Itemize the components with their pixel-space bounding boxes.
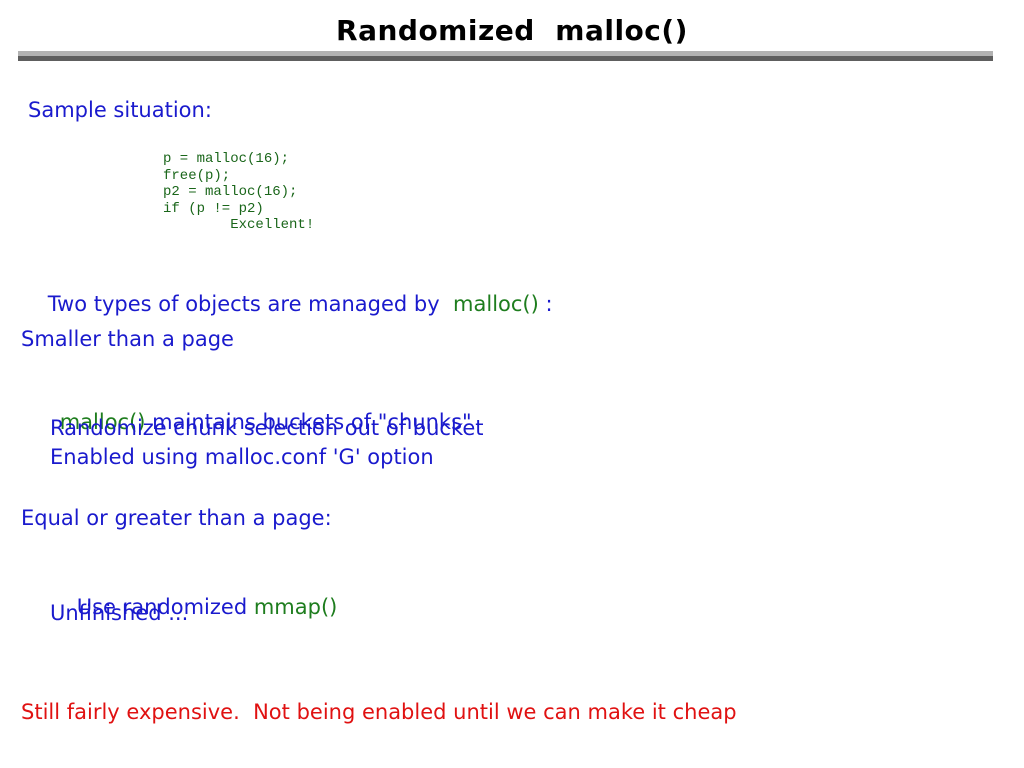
two-types-text-post: : bbox=[538, 292, 553, 316]
buckets-line: malloc() maintains buckets of "chunks" bbox=[33, 386, 472, 458]
title-divider-rule-dark-band bbox=[18, 56, 993, 61]
buckets-text: maintains buckets of "chunks" bbox=[145, 410, 472, 434]
smaller-than-page-heading: Smaller than a page bbox=[21, 327, 234, 351]
mmap-inline-code: mmap() bbox=[253, 595, 338, 619]
sample-situation-label: Sample situation: bbox=[28, 98, 212, 122]
use-mmap-line: Use randomized mmap() bbox=[50, 571, 338, 643]
warning-line: Still fairly expensive. Not being enable… bbox=[21, 700, 737, 724]
code-line: Excellent! bbox=[163, 217, 315, 233]
equal-or-greater-heading: Equal or greater than a page: bbox=[21, 506, 332, 530]
title-divider-rule-light-band bbox=[18, 51, 993, 56]
slide-title: Randomized malloc() bbox=[336, 14, 688, 47]
two-types-line: Two types of objects are managed by mall… bbox=[21, 268, 553, 340]
unfinished-line: Unfinished ... bbox=[50, 601, 189, 625]
code-line: p = malloc(16); bbox=[163, 151, 290, 167]
malloc-inline-code: malloc() bbox=[59, 410, 146, 434]
code-line: free(p); bbox=[163, 167, 231, 184]
code-sample-block: p = malloc(16); free(p); p2 = malloc(16)… bbox=[163, 151, 314, 234]
two-types-text-pre: Two types of objects are managed by bbox=[47, 292, 454, 316]
code-line: p2 = malloc(16); bbox=[163, 184, 298, 200]
code-line: if (p != p2) bbox=[163, 200, 264, 217]
randomize-chunk-line: Randomize chunk selection out of bucket bbox=[50, 416, 484, 440]
mmap-text-pre: Use randomized bbox=[76, 595, 254, 619]
title-divider-rule bbox=[18, 51, 993, 61]
enabled-option-line: Enabled using malloc.conf 'G' option bbox=[50, 445, 434, 469]
malloc-inline-code: malloc() bbox=[453, 292, 539, 316]
